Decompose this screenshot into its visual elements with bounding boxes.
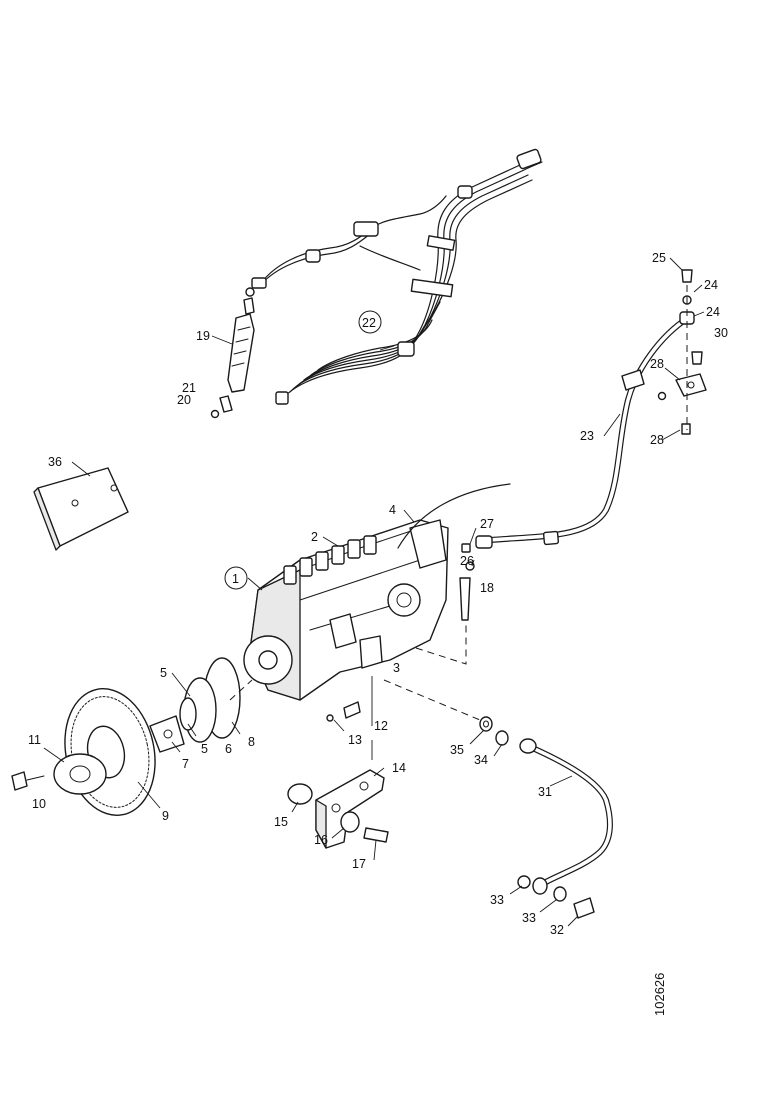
callout-24a: 24	[704, 278, 718, 292]
callout-circle-1	[224, 566, 248, 590]
callout-circle-22	[358, 310, 382, 334]
callout-20: 20	[177, 393, 191, 407]
callout-33a: 33	[490, 893, 504, 907]
callout-22: 22	[362, 316, 376, 330]
callout-27: 27	[480, 517, 494, 531]
callout-31: 31	[538, 785, 552, 799]
support-bracket-14	[287, 676, 389, 849]
callout-5b: 5	[201, 742, 208, 756]
callout-30: 30	[714, 326, 728, 340]
callout-2: 2	[311, 530, 318, 544]
callout-13: 13	[348, 733, 362, 747]
drawing-reference-number: 102626	[652, 973, 667, 1016]
callout-6: 6	[225, 742, 232, 756]
callout-28a: 28	[650, 357, 664, 371]
callout-7: 7	[182, 757, 189, 771]
callout-26: 26	[460, 554, 474, 568]
callout-23: 23	[580, 429, 594, 443]
callout-24b: 24	[706, 305, 720, 319]
coupling-assembly	[119, 657, 253, 753]
callout-18: 18	[480, 581, 494, 595]
callout-36: 36	[48, 455, 62, 469]
callout-14: 14	[392, 761, 406, 775]
callout-25: 25	[652, 251, 666, 265]
leader-lines	[43, 257, 705, 927]
cover-plate-36	[33, 467, 129, 551]
bolt-18	[415, 577, 471, 665]
injection-pipes-22	[251, 148, 543, 405]
fuel-return-line-23	[475, 315, 691, 549]
banjo-fittings	[461, 269, 707, 571]
injection-pump-1	[243, 483, 511, 701]
callout-labels: 1 2 3 4 5 5 7 8 9 10 11 12 13 14 15 16 1…	[28, 251, 728, 937]
callout-19: 19	[196, 329, 210, 343]
callout-33b: 33	[522, 911, 536, 925]
callout-11: 11	[28, 733, 41, 747]
callout-34: 34	[474, 753, 488, 767]
callout-17: 17	[352, 857, 366, 871]
callout-16: 16	[314, 833, 328, 847]
callout-9: 9	[162, 809, 169, 823]
callout-35: 35	[450, 743, 464, 757]
callout-8: 8	[248, 735, 255, 749]
callout-4: 4	[389, 503, 396, 517]
callout-5a: 5	[160, 666, 167, 680]
oil-feed-pipe-31	[383, 679, 613, 919]
callout-10: 10	[32, 797, 46, 811]
callout-15: 15	[274, 815, 288, 829]
pump-delivery-valves-2	[283, 535, 377, 585]
callout-1: 1	[232, 572, 239, 586]
callout-12: 12	[374, 719, 388, 733]
timing-gear-9	[11, 688, 156, 816]
callout-32: 32	[550, 923, 564, 937]
callout-21: 21	[182, 381, 196, 395]
callout-28b: 28	[650, 433, 664, 447]
callout-3: 3	[393, 661, 400, 675]
fuel-injector-19	[210, 287, 255, 419]
